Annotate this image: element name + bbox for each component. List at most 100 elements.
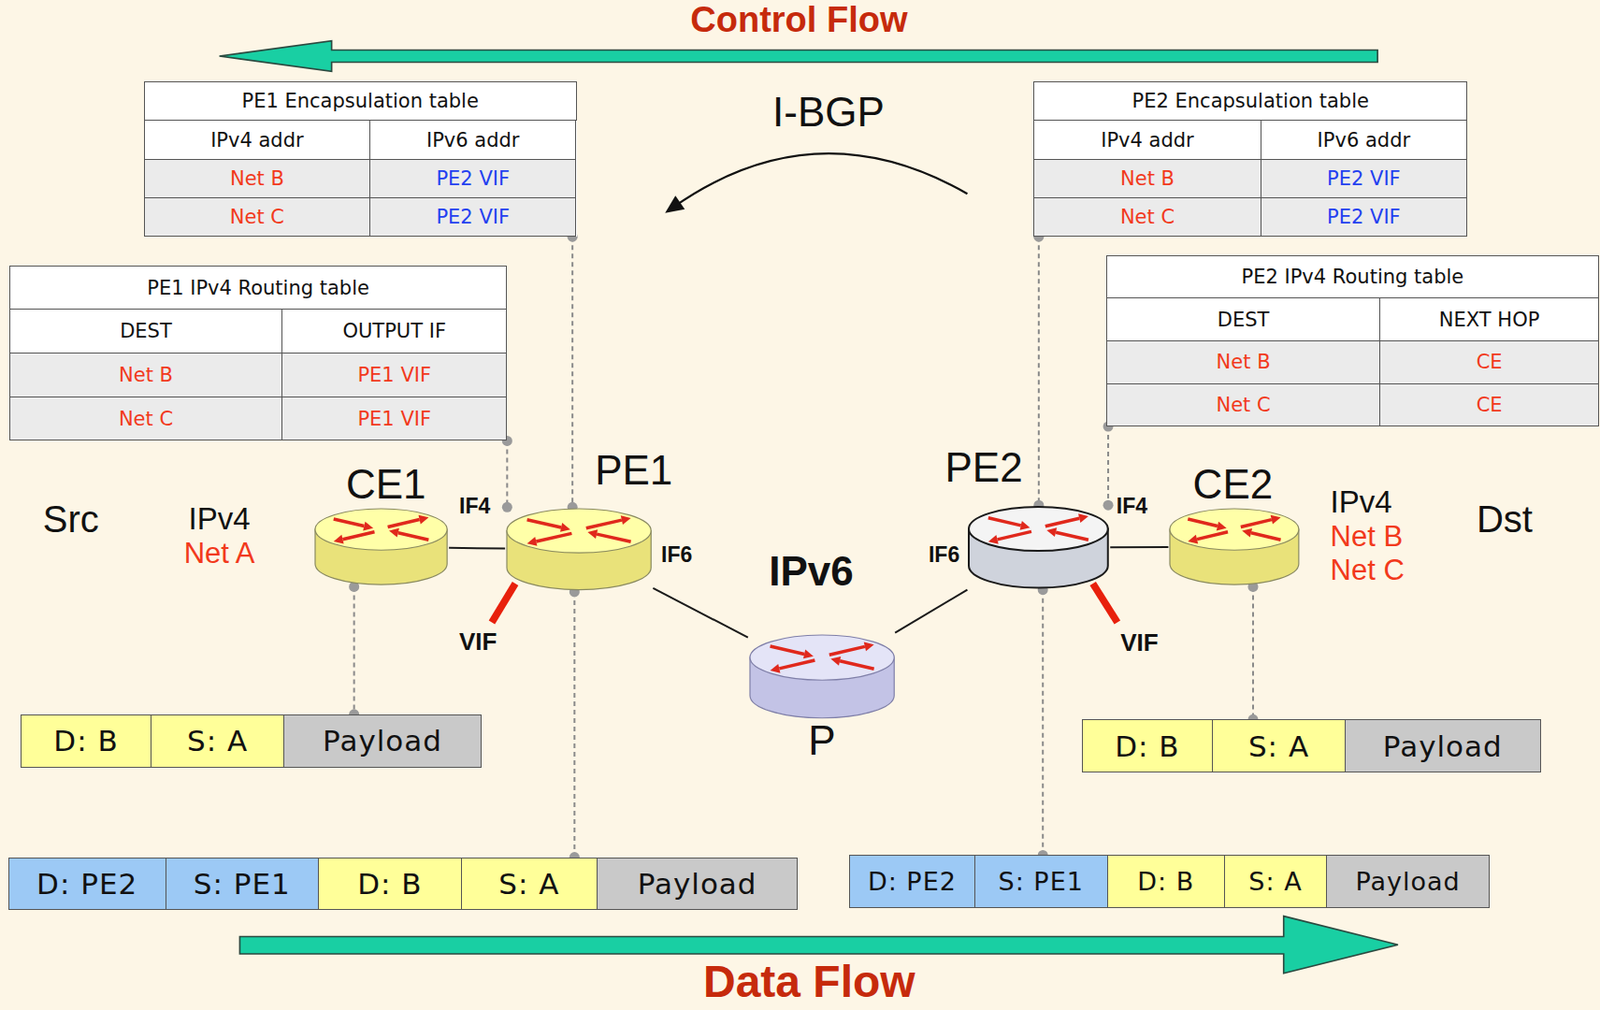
table-title-cell: PE2 Encapsulation table bbox=[1034, 82, 1468, 121]
table-text: PE1 IPv4 Routing table bbox=[146, 276, 370, 300]
cloud-shape bbox=[543, 454, 1082, 777]
packet: D: BS: APayload bbox=[1081, 719, 1542, 773]
router-arrowhead bbox=[527, 536, 538, 547]
flow-label: Data Flow bbox=[703, 959, 916, 1005]
table-text: PE2 VIF bbox=[1326, 205, 1401, 229]
router-body bbox=[313, 506, 449, 587]
packet-field: D: B bbox=[318, 858, 462, 910]
link-line bbox=[1109, 546, 1168, 548]
label-box: IF4 bbox=[1116, 495, 1148, 518]
leader-line bbox=[1252, 586, 1255, 720]
table-data-cell: Net B bbox=[144, 159, 371, 199]
router-arrow bbox=[1188, 518, 1219, 526]
packet-field: Payload bbox=[1326, 855, 1489, 908]
packet-text: D: B bbox=[1114, 729, 1180, 764]
ipv4-cloud: IPv4Net A bbox=[107, 461, 312, 607]
label-box: Data Flow bbox=[703, 959, 916, 1005]
edge-group bbox=[502, 435, 513, 513]
packet-field: S: PE1 bbox=[975, 855, 1109, 908]
table-text: PE2 Encapsulation table bbox=[1132, 89, 1370, 113]
router-icon: P bbox=[748, 633, 896, 721]
router-arrow bbox=[1251, 533, 1282, 540]
interface-label: IF6 bbox=[661, 544, 692, 566]
cloud-text: IPv4 bbox=[184, 501, 256, 537]
router-arrow bbox=[586, 519, 622, 529]
leader-line bbox=[353, 586, 356, 714]
table-text: Net C bbox=[118, 407, 173, 431]
packet-field: S: PE1 bbox=[166, 858, 320, 910]
router-arrowhead bbox=[620, 516, 632, 526]
control-flow-arrow bbox=[219, 41, 1379, 73]
interface-label: IF4 bbox=[459, 495, 491, 518]
leader-line bbox=[1041, 590, 1044, 856]
router-arrow bbox=[1196, 532, 1228, 540]
router-arrowhead bbox=[418, 515, 429, 525]
table-text: IPv6 addr bbox=[1317, 129, 1411, 152]
packet-text: S: A bbox=[498, 866, 560, 901]
table-text: IPv4 addr bbox=[210, 129, 303, 152]
cloud-text: Net B bbox=[1330, 519, 1405, 554]
table-text: Net B bbox=[1216, 350, 1271, 374]
ipv6-cloud: PIPv6 bbox=[515, 444, 1108, 787]
label-box: Src bbox=[43, 500, 100, 538]
edge-group bbox=[1109, 547, 1168, 548]
table-data-cell: Net C bbox=[1034, 198, 1261, 237]
leader-line bbox=[573, 591, 576, 858]
packet-field: D: PE2 bbox=[9, 858, 167, 910]
cloud-text: Net C bbox=[1330, 553, 1405, 588]
link-line bbox=[652, 588, 748, 638]
table-text: PE2 IPv4 Routing table bbox=[1241, 265, 1465, 289]
table-data-cell: Net B bbox=[1107, 341, 1381, 385]
router-arrowhead bbox=[769, 663, 780, 673]
ipv4-cloud: IPv4Net BNet C bbox=[1270, 461, 1473, 609]
table-header-cell: IPv6 addr bbox=[370, 120, 577, 159]
label-box: I-BGP bbox=[772, 91, 885, 133]
label-box: IF6 bbox=[928, 544, 960, 566]
packet-field: D: B bbox=[1082, 720, 1214, 772]
edge-group bbox=[1103, 421, 1114, 511]
interface-label: VIF bbox=[459, 629, 497, 654]
label-box: IF4 bbox=[459, 495, 491, 518]
table-text: IPv6 addr bbox=[426, 129, 519, 152]
table-text: DEST bbox=[119, 319, 173, 343]
router-top bbox=[1169, 508, 1299, 550]
table-data-cell: PE1 VIF bbox=[282, 353, 507, 398]
router-icon: PE2 bbox=[966, 504, 1110, 591]
leader-line bbox=[505, 440, 508, 507]
routing-table: PE1 IPv4 Routing tableDEST OUTPUT IF Net B… bbox=[9, 265, 508, 442]
router-name: CE1 bbox=[345, 463, 427, 505]
packet-field: D: B bbox=[21, 715, 153, 767]
table-text: Net B bbox=[118, 363, 173, 387]
edge-group bbox=[894, 590, 967, 634]
protocol-label: I-BGP bbox=[772, 91, 885, 133]
packet-text: Payload bbox=[1354, 866, 1460, 896]
router-body bbox=[966, 504, 1110, 591]
label-box: VIF bbox=[1120, 630, 1158, 655]
packet-text: Payload bbox=[322, 723, 443, 758]
packet-field: D: PE2 bbox=[850, 855, 976, 908]
table-text: CE bbox=[1476, 350, 1503, 374]
label-box: IF6 bbox=[661, 544, 692, 566]
ibgp-curve bbox=[673, 153, 967, 207]
router-body bbox=[748, 633, 896, 721]
router-arrow bbox=[1045, 518, 1080, 527]
ibgp-arrowhead bbox=[664, 195, 685, 213]
router-arrowhead bbox=[1020, 520, 1031, 531]
table-data-cell: PE2 VIF bbox=[1261, 198, 1469, 237]
packet-field: Payload bbox=[597, 858, 797, 910]
label-box: VIF bbox=[459, 629, 497, 654]
vif-bar bbox=[1093, 583, 1118, 622]
router-top bbox=[315, 508, 447, 550]
table-text: PE2 VIF bbox=[1326, 167, 1401, 190]
router-arrow bbox=[527, 519, 563, 528]
table-header-cell: NEXT HOP bbox=[1380, 298, 1600, 342]
table-text: OUTPUT IF bbox=[342, 319, 447, 343]
edge-group bbox=[1037, 584, 1049, 861]
router-arrowhead bbox=[1188, 534, 1199, 545]
table-header-cell: DEST bbox=[1107, 298, 1381, 342]
link-line bbox=[448, 547, 505, 550]
router-arrowhead bbox=[560, 522, 571, 533]
table-header-cell: IPv4 addr bbox=[1034, 120, 1261, 159]
cloud-shape bbox=[116, 466, 302, 602]
table-text: Net B bbox=[1120, 167, 1175, 190]
